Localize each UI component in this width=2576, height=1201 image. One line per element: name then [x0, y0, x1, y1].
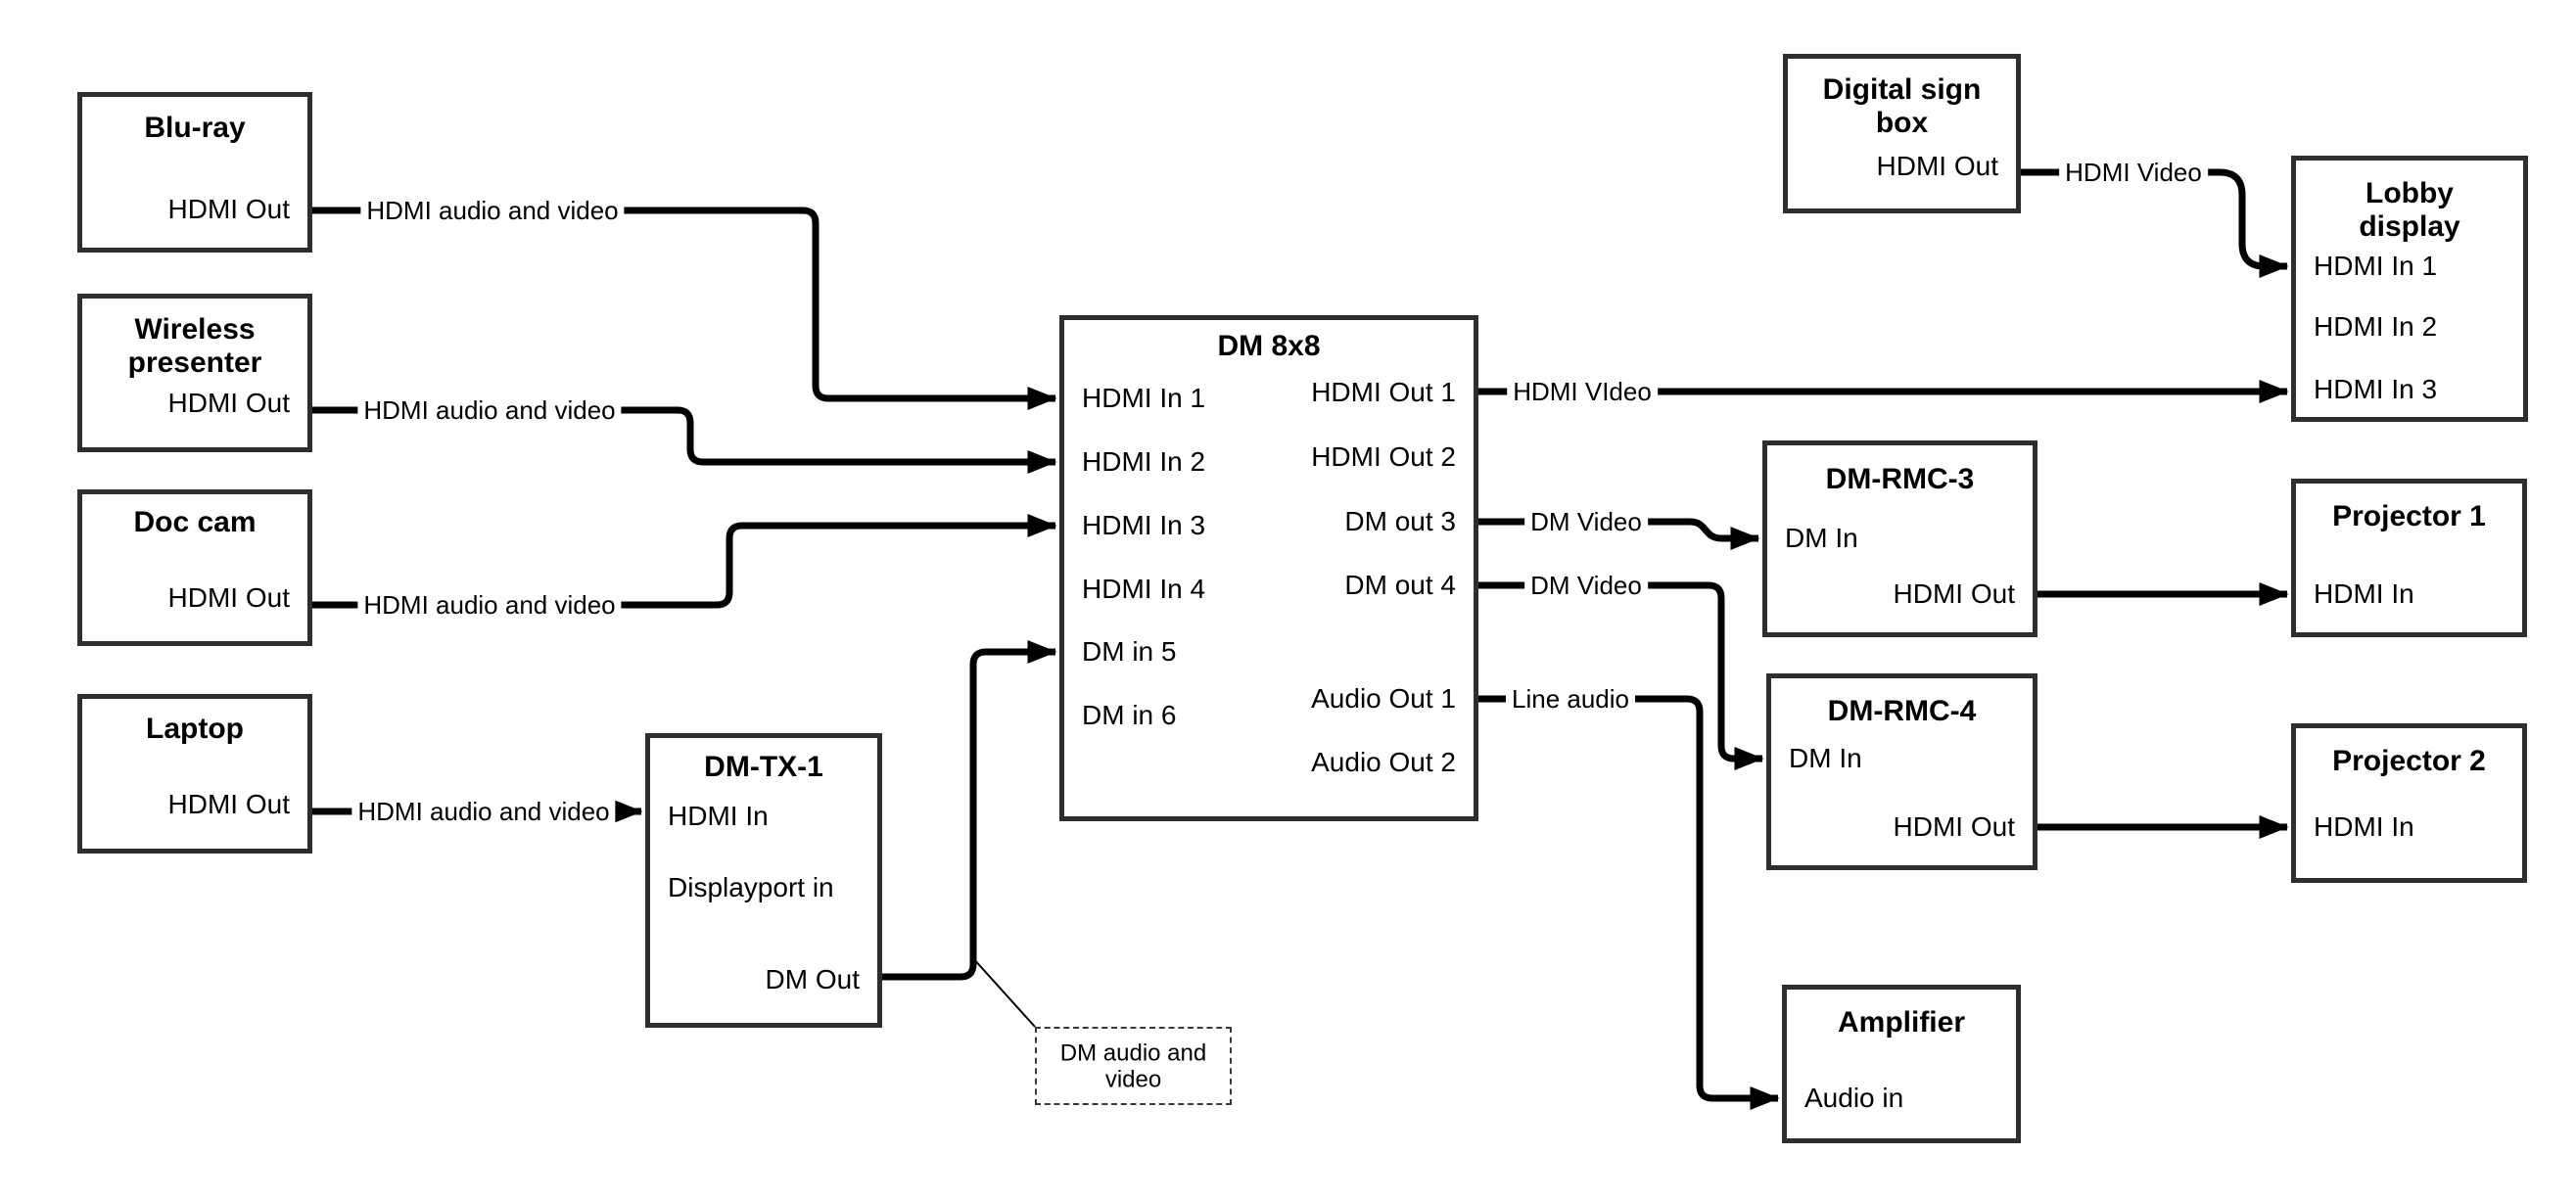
port-dm-rmc-4-dm-in: DM In [1789, 743, 1862, 773]
port-laptop-hdmi-out: HDMI Out [167, 789, 290, 819]
node-title: display [2359, 210, 2460, 243]
node-title: Wireless [134, 313, 256, 346]
port-dm-8x8-hdmi-in-1: HDMI In 1 [1082, 383, 1206, 413]
port-dm-8x8-dm-in-6: DM in 6 [1082, 700, 1177, 730]
node-title: Projector 1 [2332, 500, 2486, 532]
port-dm-8x8-audio-out-2: Audio Out 2 [1311, 747, 1456, 777]
port-doc-cam-hdmi-out: HDMI Out [167, 582, 290, 613]
edge-sign-to-lobby [2021, 168, 2289, 279]
node-title: Laptop [146, 713, 244, 745]
callout-leader-line [971, 956, 1036, 1028]
node-title: Amplifier [1837, 1006, 1966, 1039]
port-dm-8x8-hdmi-in-3: HDMI In 3 [1082, 510, 1206, 540]
port-digital-sign-box-hdmi-out: HDMI Out [1876, 151, 1998, 181]
port-lobby-display-hdmi-in-3: HDMI In 3 [2314, 374, 2438, 404]
port-dm-rmc-4-hdmi-out: HDMI Out [1893, 811, 2015, 842]
node-title: DM-RMC-4 [1827, 695, 1977, 727]
node-dm-rmc-4[interactable]: DM-RMC-4 DM In HDMI Out [1766, 673, 2037, 870]
port-dm-tx-1-hdmi-in: HDMI In [668, 801, 769, 831]
port-dm-8x8-audio-out-1: Audio Out 1 [1311, 683, 1456, 714]
port-dm-8x8-dm-out-3: DM out 3 [1344, 506, 1456, 536]
port-dm-8x8-dm-in-5: DM in 5 [1082, 636, 1177, 667]
edge-label-blu-ray-to-dm8x8: HDMI audio and video [360, 196, 625, 225]
edge-label-wireless-to-dm8x8: HDMI audio and video [357, 395, 622, 425]
edge-label-dm8x8-to-lobby: HDMI VIdeo [1507, 377, 1658, 406]
edge-label-dm8x8-to-rmc4: DM Video [1524, 571, 1648, 600]
port-dm-8x8-hdmi-out-2: HDMI Out 2 [1311, 441, 1456, 472]
edge-blu-ray-to-dm8x8 [312, 207, 1057, 411]
edge-label-laptop-to-dm-tx-1: HDMI audio and video [351, 797, 616, 826]
node-title: DM-RMC-3 [1825, 463, 1975, 495]
port-dm-8x8-dm-out-4: DM out 4 [1344, 570, 1456, 600]
port-wireless-presenter-hdmi-out: HDMI Out [167, 388, 290, 418]
port-projector-1-hdmi-in: HDMI In [2314, 578, 2414, 609]
edge-label-dm8x8-to-rmc3: DM Video [1524, 507, 1648, 536]
edge-wireless-to-dm8x8 [312, 406, 1057, 475]
edge-dm8x8-to-rmc4 [1478, 581, 1764, 771]
callout-text-line: video [1104, 1066, 1162, 1093]
callout-text-line: DM audio and [1059, 1039, 1207, 1067]
node-title: presenter [127, 346, 262, 379]
port-dm-tx-1-dm-out: DM Out [765, 964, 860, 994]
port-dm-rmc-3-dm-in: DM In [1785, 523, 1858, 553]
node-title: DM 8x8 [1217, 330, 1321, 362]
edge-label-doc-cam-to-dm8x8: HDMI audio and video [357, 590, 622, 620]
port-amplifier-audio-in: Audio in [1804, 1083, 1904, 1113]
node-title: Lobby [2365, 177, 2454, 209]
edge-dm8x8-to-rmc3 [1478, 518, 1760, 551]
node-projector-2[interactable]: Projector 2 HDMI In [2291, 723, 2527, 883]
edge-label-sign-to-lobby: HDMI Video [2059, 158, 2208, 187]
edge-doc-cam-to-dm8x8 [312, 513, 1057, 609]
port-dm-8x8-hdmi-in-2: HDMI In 2 [1082, 446, 1206, 477]
edge-dm-tx-1-to-dm8x8 [882, 639, 1057, 981]
port-dm-8x8-hdmi-in-4: HDMI In 4 [1082, 574, 1206, 604]
port-dm-8x8-hdmi-out-1: HDMI Out 1 [1311, 377, 1456, 407]
port-dm-tx-1-displayport-in: Displayport in [668, 872, 834, 902]
node-title: DM-TX-1 [704, 751, 823, 783]
edge-dm8x8-to-amplifier [1478, 695, 1780, 1111]
port-lobby-display-hdmi-in-1: HDMI In 1 [2314, 251, 2438, 281]
node-projector-1[interactable]: Projector 1 HDMI In [2291, 479, 2527, 637]
port-dm-rmc-3-hdmi-out: HDMI Out [1893, 578, 2015, 609]
node-title: Blu-ray [144, 112, 246, 144]
node-dm-rmc-3[interactable]: DM-RMC-3 DM In HDMI Out [1762, 440, 2037, 637]
node-title: Doc cam [133, 506, 257, 538]
port-projector-2-hdmi-in: HDMI In [2314, 811, 2414, 842]
node-title: box [1875, 107, 1929, 139]
port-blu-ray-hdmi-out: HDMI Out [167, 194, 290, 224]
node-title: Digital sign [1822, 73, 1982, 106]
port-lobby-display-hdmi-in-2: HDMI In 2 [2314, 311, 2438, 342]
node-title: Projector 2 [2332, 745, 2486, 777]
edge-label-dm8x8-to-amplifier: Line audio [1506, 684, 1635, 714]
